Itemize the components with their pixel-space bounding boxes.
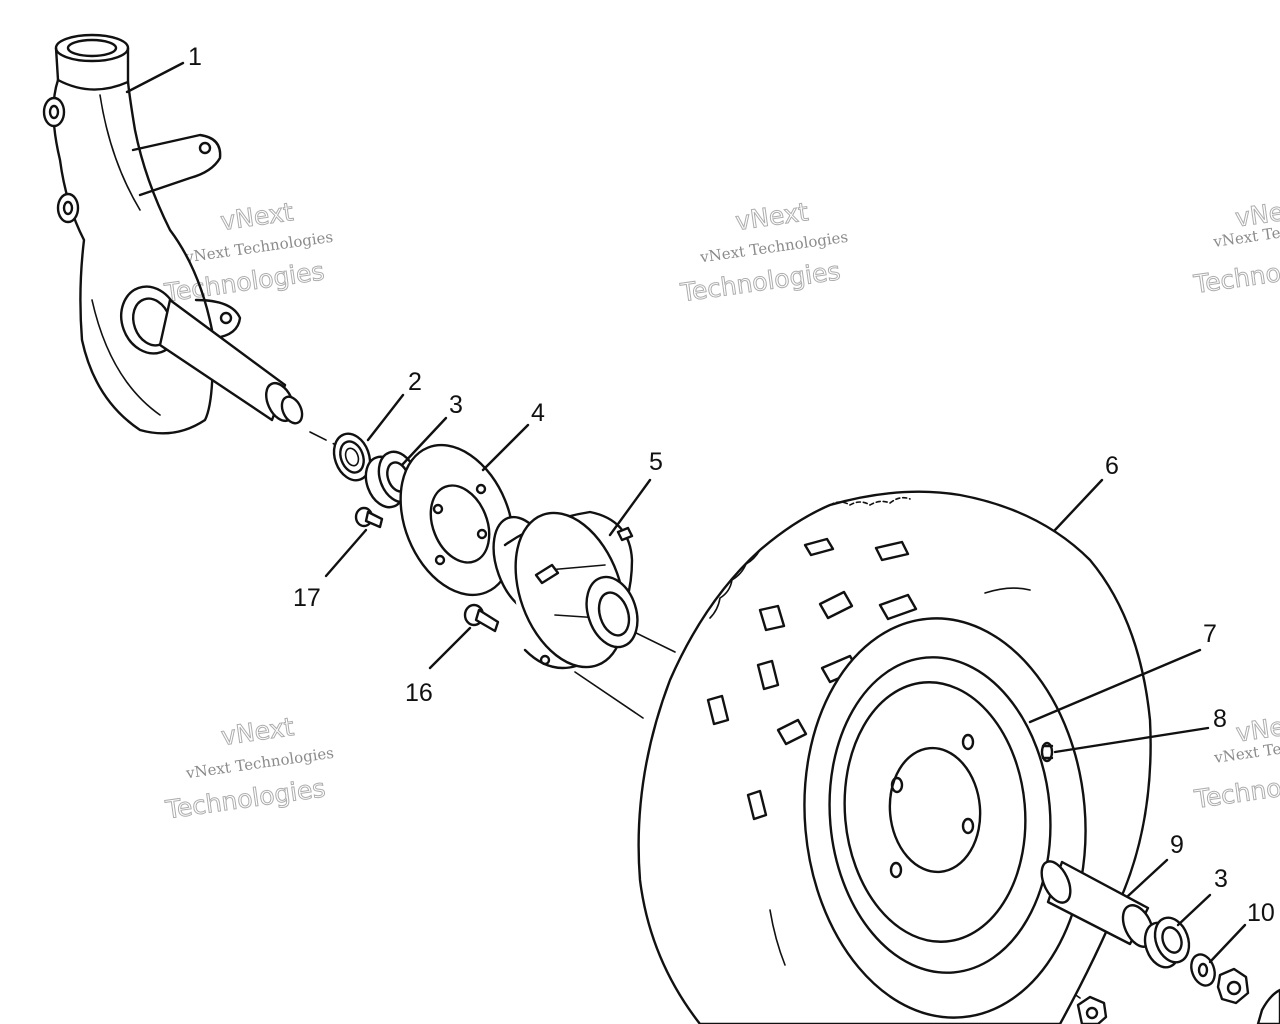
part-valve-stem xyxy=(1040,741,1054,763)
part-bolt-16 xyxy=(463,603,500,633)
callout-labels: 1 2 3 4 5 6 7 8 9 3 10 16 17 xyxy=(188,43,1275,927)
svg-text:Technologies: Technologies xyxy=(1191,248,1280,299)
part-hub xyxy=(492,510,639,670)
callout-5: 5 xyxy=(649,448,663,476)
callout-6: 6 xyxy=(1105,452,1119,480)
part-spacer xyxy=(1040,860,1155,948)
callout-1: 1 xyxy=(188,43,202,71)
callout-8: 8 xyxy=(1213,705,1227,733)
part-lug-nut xyxy=(1076,995,1108,1024)
watermark-top-center: vNext vNext Technologies Technologies xyxy=(678,197,850,308)
callout-3a: 3 xyxy=(449,391,463,419)
svg-text:vNext: vNext xyxy=(219,197,296,236)
leader-lines xyxy=(125,61,1247,964)
watermark-bottom-left: vNext vNext Technologies Technologies xyxy=(163,712,335,825)
callout-9: 9 xyxy=(1170,831,1184,859)
callout-2: 2 xyxy=(408,368,422,396)
watermark-top-left: vNext vNext Technologies Technologies xyxy=(162,197,335,308)
svg-text:vNext: vNext xyxy=(219,712,296,751)
part-axle-nut xyxy=(1216,967,1280,1024)
svg-text:vNext: vNext xyxy=(734,197,811,236)
callout-3b: 3 xyxy=(1214,865,1228,893)
part-wheel-rim xyxy=(803,617,1087,1019)
callout-17: 17 xyxy=(293,584,321,612)
part-bolt-17 xyxy=(354,506,384,529)
watermark-top-right: vNext vNext Technologies Technologies xyxy=(1191,193,1280,299)
watermark-bottom-right: vNext vNext Technologies Technologies xyxy=(1191,708,1280,814)
part-brake-disc xyxy=(399,443,515,597)
callout-4: 4 xyxy=(531,399,545,427)
part-bearing-outer xyxy=(1143,916,1191,969)
part-seal xyxy=(332,432,372,482)
part-steering-knuckle xyxy=(42,33,304,435)
callout-7: 7 xyxy=(1203,620,1217,648)
svg-text:Technologies: Technologies xyxy=(1192,763,1280,814)
callout-16: 16 xyxy=(405,679,433,707)
callout-10: 10 xyxy=(1247,899,1275,927)
